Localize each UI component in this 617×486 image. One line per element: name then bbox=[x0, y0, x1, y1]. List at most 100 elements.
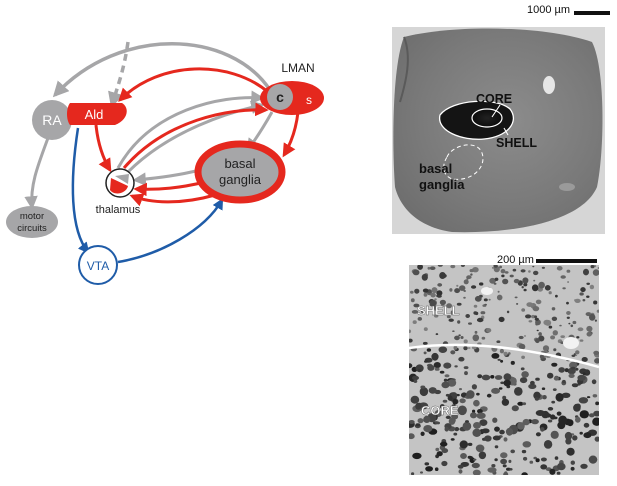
neuron-cell bbox=[535, 338, 540, 344]
vta-node bbox=[78, 245, 118, 285]
neuron-cell bbox=[463, 346, 468, 351]
basal-ganglia-node bbox=[194, 140, 286, 204]
neuron-cell bbox=[579, 339, 584, 342]
neuron-cell bbox=[528, 270, 531, 273]
neuron-cell bbox=[594, 319, 597, 322]
neuron-cell bbox=[517, 422, 525, 430]
neuron-cell bbox=[476, 392, 480, 396]
neuron-cell bbox=[454, 365, 458, 368]
bottom-core-label: CORE bbox=[421, 403, 459, 418]
neuron-cell bbox=[555, 294, 558, 298]
neuron-cell bbox=[522, 441, 532, 448]
neuron-cell bbox=[483, 298, 488, 302]
neuron-cell bbox=[539, 354, 545, 359]
neuron-cell bbox=[447, 379, 457, 387]
neuron-cell bbox=[534, 315, 538, 319]
neuron-cell bbox=[422, 288, 429, 293]
neuron-cell bbox=[434, 298, 437, 301]
neuron-cell bbox=[529, 460, 534, 464]
neuron-cell bbox=[478, 451, 487, 460]
bottom-scale-bar bbox=[536, 259, 597, 263]
neuron-cell bbox=[592, 269, 599, 276]
neuron-cell bbox=[564, 368, 569, 373]
neuron-cell bbox=[422, 341, 428, 345]
neuron-cell bbox=[556, 471, 561, 475]
neuron-cell bbox=[579, 292, 584, 296]
neuron-cell bbox=[453, 345, 458, 350]
neuron-cell bbox=[508, 352, 511, 355]
neuron-cell bbox=[582, 372, 586, 376]
neuron-cell bbox=[412, 452, 422, 460]
neuron-cell bbox=[520, 367, 525, 371]
neuron-cell bbox=[525, 314, 532, 319]
neuron-cell bbox=[463, 296, 466, 299]
neuron-cell bbox=[514, 387, 523, 396]
neuron-cell bbox=[477, 409, 483, 414]
neuron-cell bbox=[562, 379, 566, 384]
circuit-diagram: RA Ald LMAN c s basal ganglia thalamus m… bbox=[6, 41, 324, 285]
neuron-cell bbox=[421, 310, 424, 313]
neuron-cell bbox=[428, 387, 437, 394]
neuron-cell bbox=[450, 265, 456, 269]
neuron-cell bbox=[434, 314, 439, 318]
neuron-cell bbox=[450, 392, 458, 399]
neuron-cell bbox=[526, 302, 533, 307]
neuron-cell bbox=[566, 316, 570, 319]
neuron-cell bbox=[441, 448, 449, 454]
neuron-cell bbox=[570, 466, 575, 471]
neuron-cell bbox=[540, 427, 545, 432]
neuron-cell bbox=[496, 294, 503, 301]
neuron-cell bbox=[556, 411, 562, 416]
neuron-cell bbox=[518, 343, 526, 350]
neuron-cell bbox=[521, 286, 524, 289]
neuron-cell bbox=[509, 274, 514, 278]
neuron-cell bbox=[494, 445, 499, 449]
neuron-cell bbox=[567, 281, 570, 283]
neuron-cell bbox=[567, 367, 576, 375]
neuron-cell bbox=[473, 399, 480, 407]
neuron-cell bbox=[503, 351, 508, 356]
neuron-cell bbox=[588, 413, 595, 418]
neuron-cell bbox=[503, 472, 509, 475]
neuron-cell bbox=[459, 285, 466, 291]
neuron-cell bbox=[503, 379, 511, 387]
neuron-cell bbox=[575, 416, 581, 423]
neuron-cell bbox=[463, 290, 466, 292]
neuron-cell bbox=[410, 395, 420, 404]
neuron-cell bbox=[581, 357, 588, 362]
neuron-cell bbox=[410, 298, 415, 303]
neuron-cell bbox=[498, 316, 505, 323]
neuron-cell bbox=[477, 374, 483, 379]
neuron-cell bbox=[498, 387, 503, 390]
neuron-cell bbox=[481, 336, 486, 340]
neuron-cell bbox=[436, 290, 443, 296]
neuron-cell bbox=[454, 335, 460, 341]
neuron-cell bbox=[444, 374, 450, 378]
neuron-cell bbox=[521, 371, 529, 378]
neuron-cell bbox=[530, 380, 535, 386]
lman-to-ra-arrow bbox=[52, 42, 272, 98]
neuron-cell bbox=[423, 351, 427, 355]
neuron-cell bbox=[458, 334, 461, 337]
neuron-cell bbox=[417, 317, 422, 321]
neuron-cell bbox=[445, 415, 451, 419]
neuron-cell bbox=[521, 355, 525, 359]
neuron-cell bbox=[473, 422, 481, 429]
lman-shell-to-bg-arrow bbox=[282, 111, 300, 158]
neuron-cell bbox=[532, 306, 540, 312]
neuron-cell bbox=[472, 334, 480, 342]
shell-core-boundary bbox=[409, 343, 599, 369]
neuron-cell bbox=[594, 358, 599, 364]
ald-node bbox=[67, 103, 127, 125]
neuron-cell bbox=[486, 328, 492, 333]
neuron-cell bbox=[569, 361, 578, 370]
neuron-cell bbox=[566, 301, 569, 305]
neuron-cell bbox=[436, 294, 440, 298]
lman-shell-label: s bbox=[306, 93, 312, 107]
neuron-cell bbox=[487, 467, 497, 473]
thalamus-to-lman-arrow-1 bbox=[116, 90, 265, 169]
neuron-cell bbox=[464, 371, 468, 376]
neuron-cell bbox=[493, 282, 497, 285]
neuron-cell bbox=[535, 319, 541, 326]
neuron-cell bbox=[506, 310, 510, 314]
